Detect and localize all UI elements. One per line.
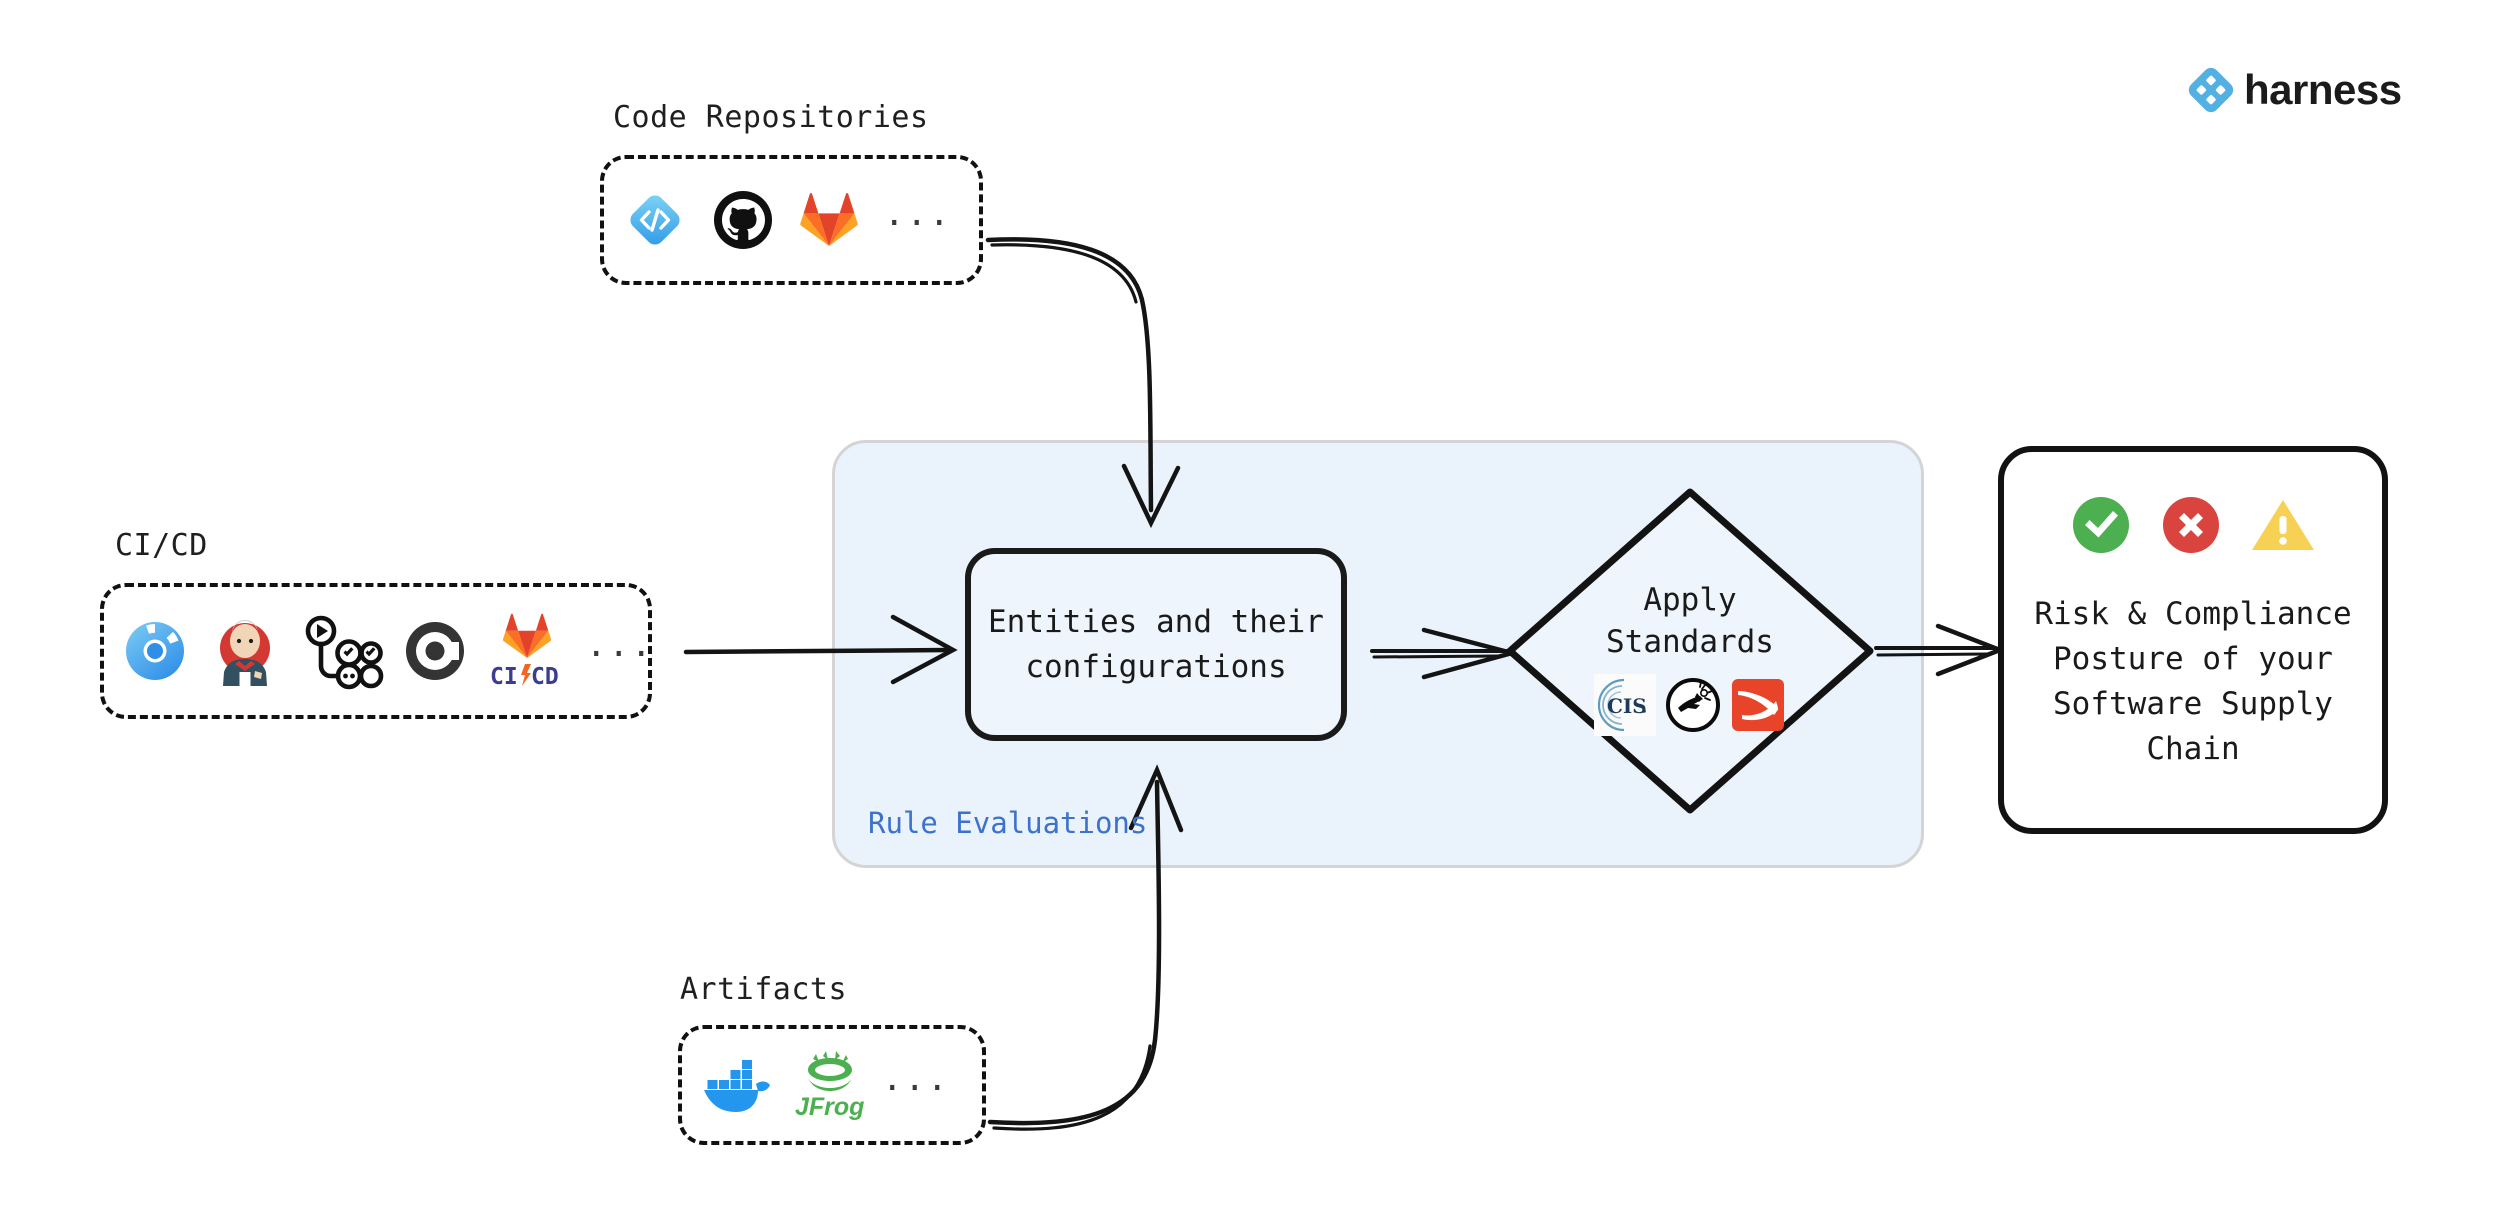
entities-node-label: Entities and their configurations	[988, 603, 1324, 685]
error-cross-icon	[2160, 494, 2222, 556]
jenkins-icon	[210, 614, 280, 688]
slsa-icon	[1730, 677, 1786, 733]
harness-diamond-icon	[2188, 67, 2234, 113]
success-check-icon	[2070, 494, 2132, 556]
harness-wordmark: harness	[2244, 66, 2402, 113]
gitlab-icon	[798, 190, 860, 250]
group-label-ci-cd: CI/CD	[115, 528, 208, 563]
standards-icon-row: CIS	[1594, 673, 1786, 736]
apply-standards-content: Apply Standards CIS	[1560, 580, 1820, 736]
entities-node[interactable]: Entities and their configurations	[965, 548, 1347, 741]
github-icon	[712, 189, 774, 251]
source-group-artifacts[interactable]: JFrog ...	[678, 1025, 986, 1145]
artifacts-ellipsis: ...	[882, 1058, 950, 1099]
connector-cicd-to-entities	[683, 614, 958, 685]
source-group-ci-cd[interactable]: CI CD ...	[100, 583, 652, 719]
group-label-artifacts: Artifacts	[680, 972, 848, 1007]
warning-triangle-icon	[2250, 496, 2316, 554]
harness-ci-icon	[122, 618, 188, 684]
ci-cd-ellipsis: ...	[586, 624, 654, 665]
jfrog-icon: JFrog	[794, 1050, 866, 1121]
openssf-icon	[1664, 676, 1722, 734]
svg-text:CD: CD	[531, 664, 559, 690]
harness-logo: harness	[2188, 66, 2402, 114]
code-repositories-ellipsis: ...	[884, 193, 952, 234]
rule-evaluations-label: Rule Evaluations	[868, 806, 1148, 840]
connector-standards-to-outcome	[1874, 623, 2007, 677]
apply-standards-label: Apply Standards	[1606, 582, 1774, 660]
connector-artifacts-to-entities	[987, 764, 1184, 1131]
outcome-node-label: Risk & Compliance Posture of your Softwa…	[2034, 596, 2352, 767]
outcome-node[interactable]: Risk & Compliance Posture of your Softwa…	[1998, 446, 2388, 834]
connector-entities-to-standards	[1370, 627, 1521, 680]
svg-text:CI: CI	[490, 664, 518, 690]
svg-text:CIS: CIS	[1607, 694, 1647, 718]
connector-code-repos-to-entities	[985, 237, 1181, 529]
group-label-code-repositories: Code Repositories	[613, 100, 929, 135]
source-group-code-repositories[interactable]: ...	[600, 155, 983, 285]
gitlab-cicd-icon: CI CD	[490, 613, 564, 690]
cis-icon: CIS	[1594, 673, 1656, 736]
svg-text:JFrog: JFrog	[795, 1093, 864, 1121]
github-actions-icon	[302, 614, 384, 690]
status-icon-row	[2070, 494, 2316, 556]
harness-code-icon	[622, 187, 688, 253]
circleci-icon	[402, 618, 468, 684]
docker-icon	[700, 1054, 778, 1116]
